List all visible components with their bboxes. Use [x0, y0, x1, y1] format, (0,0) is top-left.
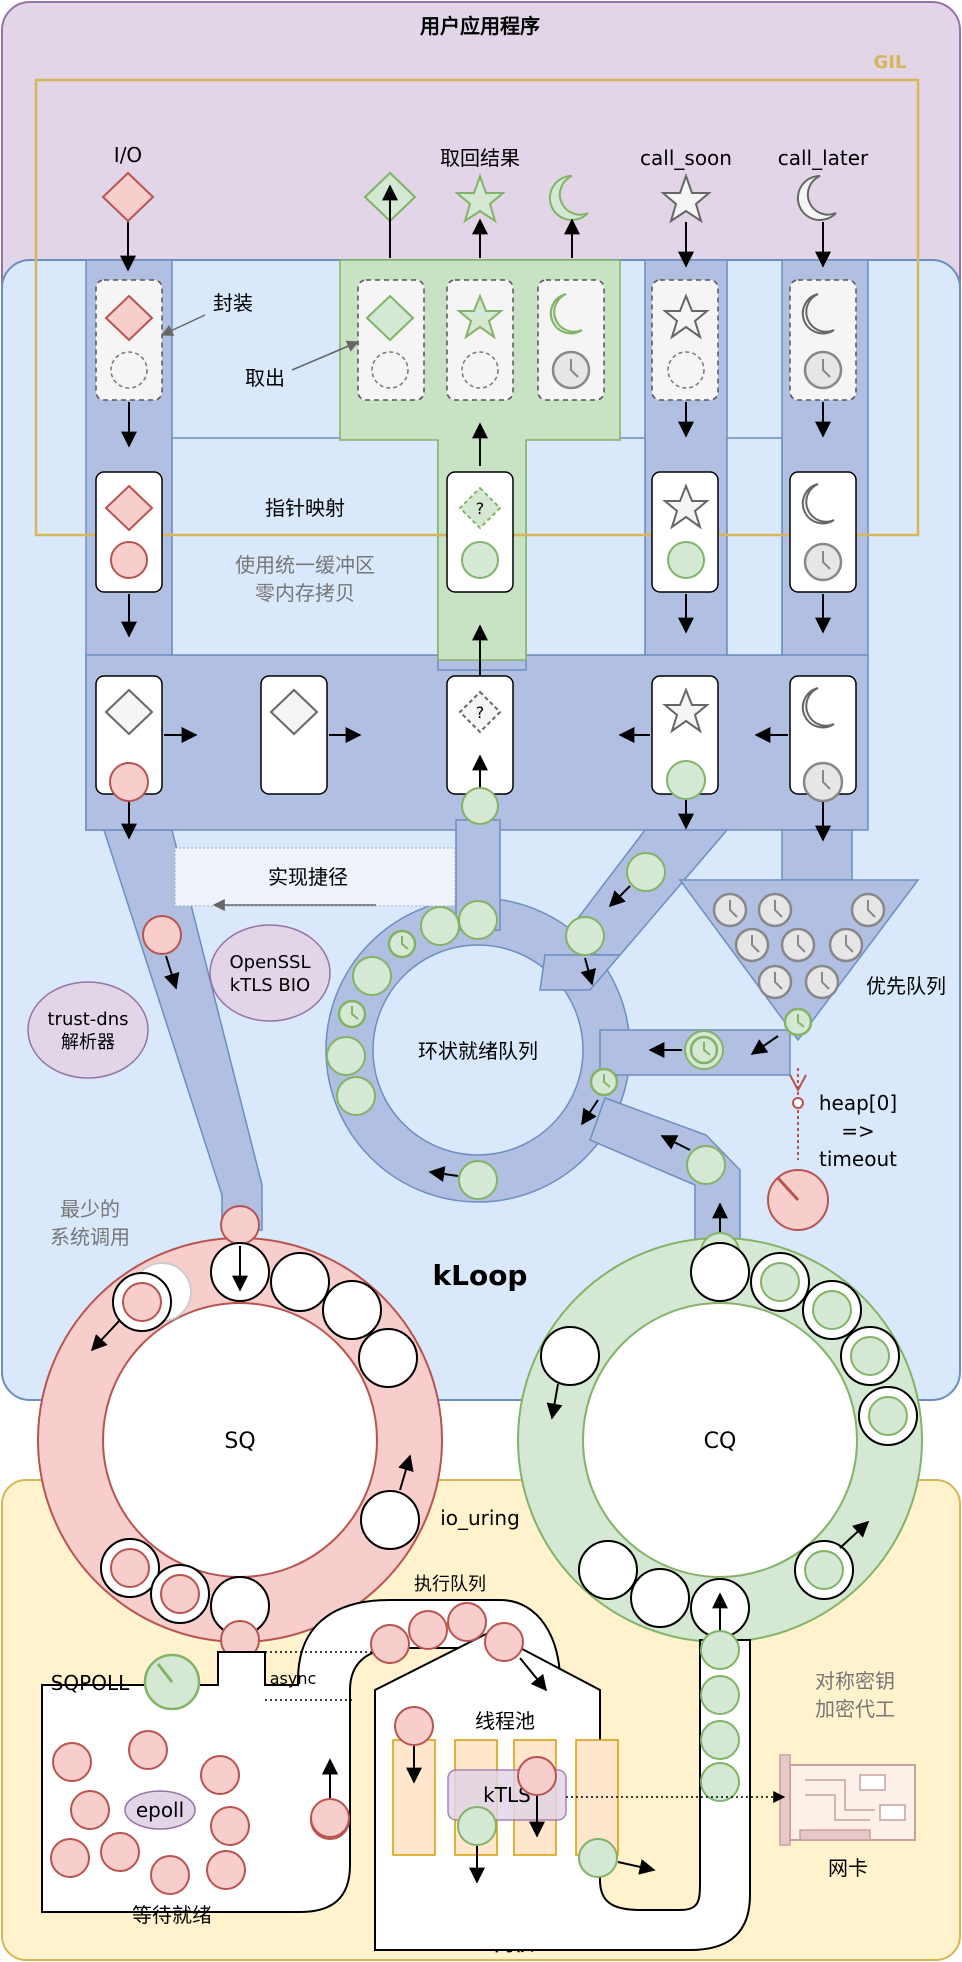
ring-ready-queue-label: 环状就绪队列: [418, 1039, 538, 1063]
call-soon-star-icon: [660, 172, 712, 224]
wait-ready-label: 等待就绪: [132, 1903, 212, 1927]
pointer-map-label: 指针映射: [265, 496, 345, 520]
wrap-label: 封装: [213, 291, 253, 315]
heap-label-1: heap[0]: [819, 1091, 897, 1115]
min-syscall-label-1: 最少的: [60, 1197, 120, 1221]
unknown-task-mark: ?: [476, 499, 485, 518]
unified-buffer-label-1: 使用统一缓冲区: [235, 553, 375, 577]
unified-buffer-label-2: 零内存拷贝: [255, 581, 355, 605]
exec-queue-label: 执行队列: [414, 1574, 486, 1595]
shortcut-label: 实现捷径: [268, 865, 348, 889]
sq-entries: [100, 1205, 420, 1660]
thread-pool-label: 线程池: [475, 1709, 535, 1733]
heap-label-2: =>: [841, 1119, 875, 1143]
task-boxes-row-1: ?: [95, 471, 857, 593]
pipe-inner-gaps: [171, 437, 783, 656]
heap-label-3: timeout: [819, 1147, 897, 1171]
task-boxes-row-2: ?: [95, 675, 857, 803]
take-out-label: 取出: [245, 366, 285, 390]
cq-entries: [540, 1232, 918, 1638]
openssl-label-1: OpenSSL: [230, 952, 311, 973]
fetch-result-label: 取回结果: [440, 146, 520, 170]
heap-timeout: heap[0] => timeout: [767, 1068, 897, 1231]
symmetric-label-2: 加密代工: [815, 1697, 895, 1721]
min-syscall-label-2: 系统调用: [50, 1225, 130, 1249]
symmetric-label-1: 对称密钥: [815, 1669, 895, 1693]
nic-label: 网卡: [828, 1856, 868, 1880]
shortcut: 实现捷径: [174, 847, 456, 911]
user-app-title: 用户应用程序: [420, 14, 540, 38]
kloop-title: kLoop: [433, 1259, 528, 1292]
epoll-label: epoll: [136, 1798, 184, 1822]
sqpoll-label: SQPOLL: [51, 1671, 130, 1695]
trust-dns-resolver: trust-dns 解析器: [27, 981, 149, 1079]
openssl-ktls-bio: OpenSSL kTLS BIO: [209, 924, 331, 1022]
wrapper-boxes: [95, 279, 857, 401]
call-later-moon-icon: [796, 174, 837, 221]
io-label: I/O: [114, 143, 142, 167]
unknown-task-mark-2: ?: [476, 703, 485, 722]
trustdns-label-1: trust-dns: [47, 1009, 128, 1030]
sqpoll: SQPOLL: [51, 1653, 201, 1711]
sq-label: SQ: [224, 1429, 255, 1454]
nic-icon: [779, 1754, 916, 1846]
cq-feed-tasks: [700, 1630, 740, 1802]
priority-queue: 优先队列: [678, 879, 946, 1042]
cq-label: CQ: [704, 1429, 737, 1454]
trustdns-label-2: 解析器: [61, 1032, 115, 1053]
epoll-wait-pool: epoll: [50, 1730, 250, 1895]
call-later-label: call_later: [778, 146, 869, 170]
openssl-label-2: kTLS BIO: [230, 975, 310, 996]
io-uring-label: io_uring: [440, 1506, 520, 1530]
io-diamond-icon: [101, 171, 155, 223]
call-soon-label: call_soon: [640, 146, 732, 170]
async-channel: async: [265, 1651, 372, 1701]
result-moon-icon: [548, 174, 589, 221]
ring-ready-queue: 环状就绪队列: [325, 897, 631, 1203]
ring-ready-tasks: [326, 900, 726, 1200]
priority-queue-label: 优先队列: [866, 974, 946, 998]
async-label: async: [270, 1669, 317, 1688]
gil-label: GIL: [874, 52, 907, 73]
result-star-icon: [454, 172, 506, 224]
